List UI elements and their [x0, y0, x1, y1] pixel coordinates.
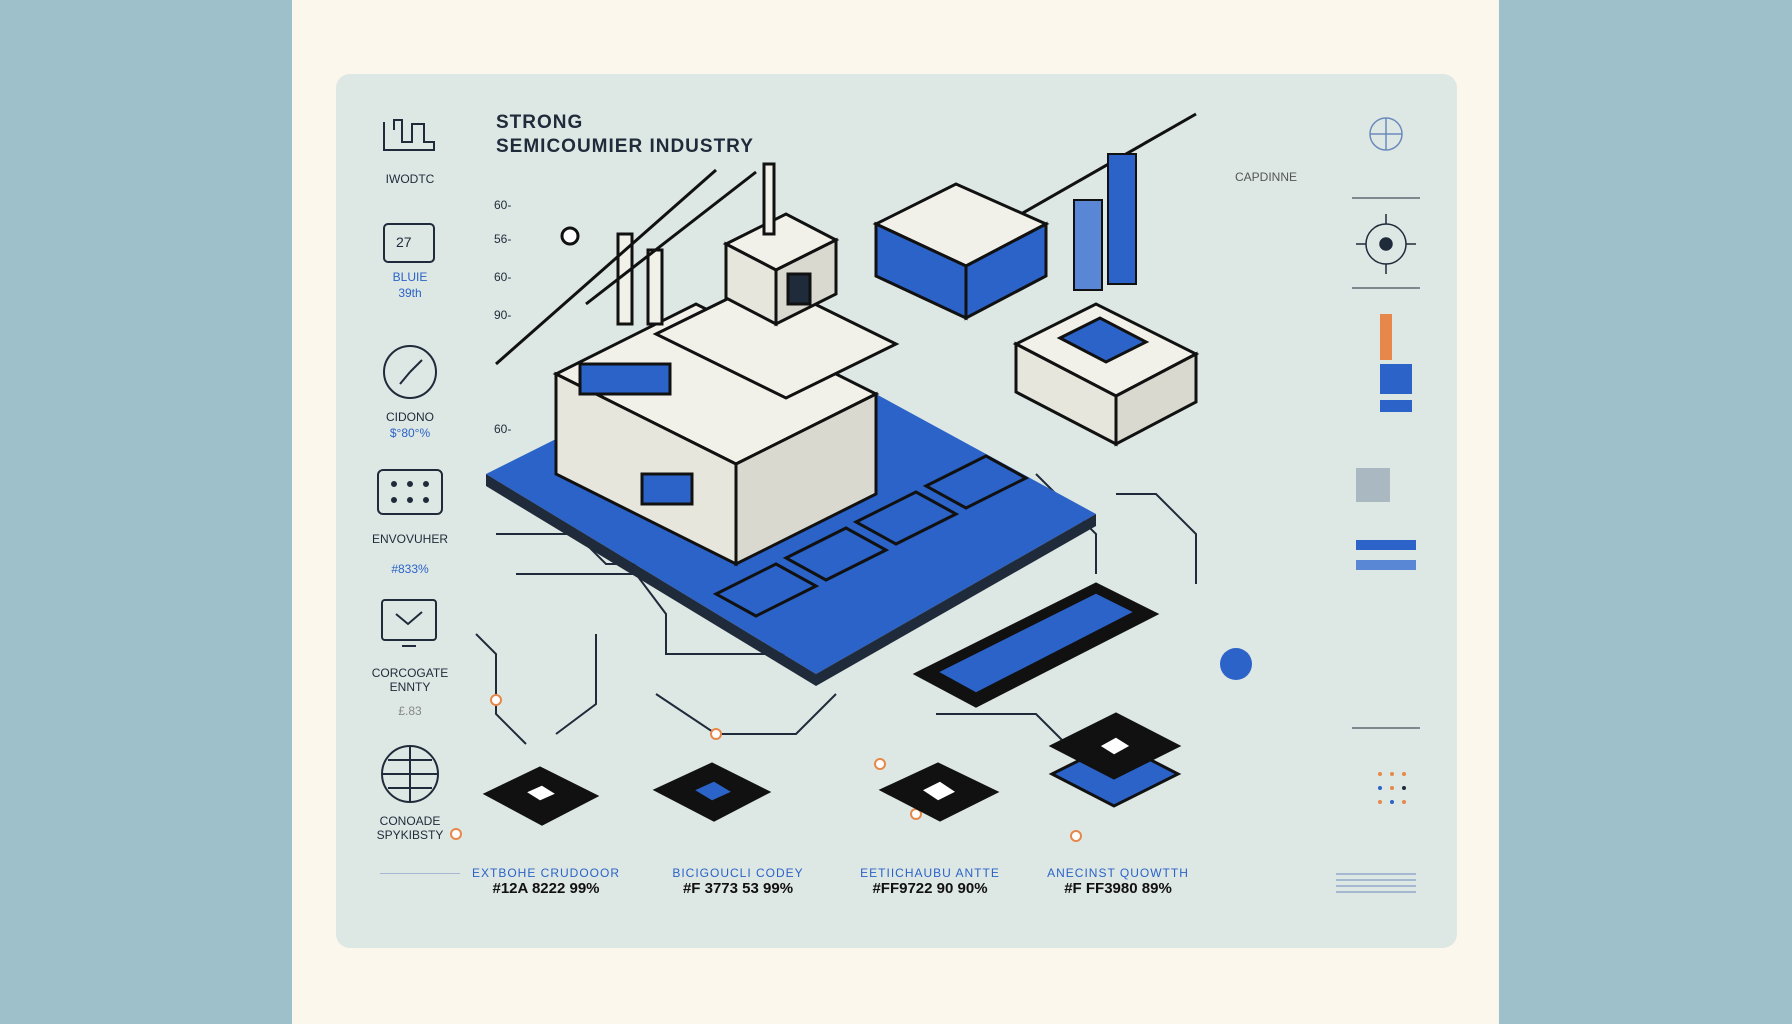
bottom-label-4-value: #F FF3980 89% [1064, 880, 1172, 897]
calendar-number: 27 [396, 234, 412, 250]
right-label: CAPDINNE [1234, 170, 1297, 184]
chip [878, 762, 1000, 822]
y-tick: 60- [494, 422, 512, 436]
left-label-5: CORCOGATE ENNTY [371, 666, 449, 694]
grid-icon [377, 469, 443, 515]
bottom-label-2: BICIGOUCLI CODEY #F 3773 53 99% [638, 866, 838, 897]
factory-building [552, 212, 900, 567]
y-tick: 60- [494, 270, 512, 284]
left-label-4: ENVOVUHER [371, 532, 448, 546]
memory-module [912, 582, 1160, 708]
wafer-trays [712, 454, 1030, 618]
globe-icon [381, 745, 439, 803]
right-column-graphics [1336, 117, 1420, 893]
blue-bars [1356, 540, 1416, 570]
left-label-6: CONOADE SPYKIBSTY [376, 814, 444, 842]
bottom-label-3-value: #FF9722 90 90% [872, 880, 988, 897]
calendar-icon [383, 223, 435, 263]
factory-illustration [450, 112, 1252, 842]
chip [482, 766, 600, 826]
bottom-label-3: EETIICHAUBU ANTTE #FF9722 90 90% [830, 866, 1030, 897]
trace-nodes [450, 694, 1082, 842]
y-tick: 56- [494, 232, 512, 246]
bar-strip [1380, 314, 1412, 412]
bottom-label-1: EXTBOHE CRUDOOOR #12A 8222 99% [446, 866, 646, 897]
bottom-label-3-name: EETIICHAUBU ANTTE [860, 866, 1000, 880]
left-value-2: 39th [398, 286, 422, 300]
y-tick: 60- [494, 198, 512, 212]
bottom-label-4: ANECINST QUOWTTH #F FF3980 89% [1018, 866, 1218, 897]
arrow-node [560, 226, 580, 246]
left-label-1: IWODTC [385, 172, 435, 186]
fingerprint-icon [1369, 117, 1403, 151]
left-icon-column [377, 119, 460, 874]
monitor-icon [381, 599, 437, 647]
chip [652, 762, 772, 822]
chart-box [872, 182, 1050, 321]
left-value-5: £.83 [398, 704, 422, 718]
left-label-2: BLUIE [392, 270, 428, 284]
chimneys [616, 162, 776, 326]
left-label-3: CIDONO [386, 410, 434, 424]
grey-block [1356, 468, 1390, 502]
title-line-1: STRONG [496, 112, 584, 133]
y-tick: 90- [494, 308, 512, 322]
title-line-2: SEMICOUMIER INDUSTRY [496, 136, 754, 157]
processor-module [1012, 302, 1200, 447]
bottom-label-2-name: BICIGOUCLI CODEY [672, 866, 804, 880]
clock-icon [383, 345, 437, 399]
building-icon [383, 119, 435, 151]
bottom-label-1-value: #12A 8222 99% [492, 880, 600, 897]
barcode-right [1336, 873, 1416, 893]
chip-stack [1048, 712, 1182, 808]
bottom-label-4-name: ANECINST QUOWTTH [1047, 866, 1189, 880]
virus-icon [1356, 214, 1416, 274]
chat-badge-icon [1220, 648, 1252, 680]
dot-matrix [1378, 772, 1406, 804]
bottom-label-2-value: #F 3773 53 99% [682, 880, 794, 897]
left-value-3: $°80°% [389, 426, 431, 440]
bar-towers [1073, 153, 1137, 291]
left-value-4: #833% [391, 562, 429, 576]
infographic-panel: STRONG SEMICOUMIER INDUSTRY 60- 56- 60- … [336, 74, 1457, 948]
bottom-label-1-name: EXTBOHE CRUDOOOR [471, 866, 620, 880]
